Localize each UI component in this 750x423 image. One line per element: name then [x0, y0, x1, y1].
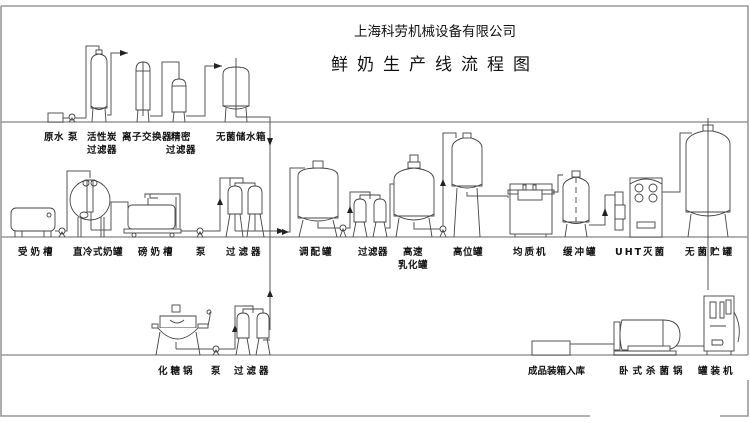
frame-bottom-right: [720, 380, 749, 417]
finished-goods-box: [531, 340, 571, 356]
frame-top: [1, 5, 749, 122]
label-precision-filter: 精密 过滤器: [166, 132, 197, 156]
horizontal-sterilizer-vessel: [613, 319, 681, 356]
flow-arrow-icon: [602, 208, 608, 216]
label-uht-sterilizer: UHT灭菌: [615, 247, 667, 258]
flow-arrow-icon: [277, 228, 285, 234]
precision-filter-vessel: [171, 78, 187, 123]
water-treatment-row: [47, 45, 273, 330]
label-milk-filter: 过滤器: [226, 247, 264, 258]
frame: [0, 5, 749, 417]
uht-sterilizer-machine: [614, 177, 663, 238]
pump-icon: [439, 225, 447, 238]
label-water-pump: 泵: [68, 132, 79, 143]
label-high-speed-emulsifier: 高速 乳化罐: [398, 247, 429, 271]
emulsifier-tank-vessel: [393, 154, 435, 238]
milk-filter-vessels: [225, 177, 265, 238]
buffer-tank-vessel: [562, 170, 590, 238]
flow-arrow-icon: [347, 206, 353, 213]
pump-icon: [58, 227, 66, 238]
flow-arrow-icon: [282, 229, 289, 235]
raw-water-tank: [47, 112, 64, 123]
flow-arrow-icon: [120, 50, 128, 56]
pump-icon: [212, 345, 220, 356]
homogenizer-machine: [507, 174, 563, 237]
flow-arrow-icon: [267, 290, 273, 297]
sterile-water-tank-vessel: [222, 58, 250, 123]
elevated-tank-vessel: [451, 132, 483, 238]
label-sterile-storage-tank: 无菌贮罐: [685, 247, 736, 258]
sugar-packing-row: [151, 290, 740, 356]
label-mix-filter: 过滤器: [358, 247, 389, 258]
sugar-filter-vessels: [235, 305, 271, 356]
label-sugar-filter: 过滤器: [234, 366, 272, 377]
label-raw-water: 原水: [44, 132, 65, 143]
label-milk-pump: 泵: [196, 247, 207, 258]
label-horizontal-sterilizer: 卧式杀菌锅: [619, 366, 687, 377]
label-direct-cooling-tank: 直冷式奶罐: [73, 247, 124, 258]
milk-receiving-tank-vessel: [10, 207, 56, 237]
water-pump-icon: [68, 113, 76, 123]
label-milk-receiving-tank: 受奶槽: [18, 247, 56, 258]
label-milk-weighing-tank: 磅奶槽: [138, 247, 176, 258]
ion-exchanger-vessel: [135, 61, 151, 123]
flow-arrow-icon: [440, 179, 446, 186]
milk-weighing-tank-vessel: [123, 193, 182, 238]
can-filling-machine: [703, 295, 740, 355]
label-elevated-tank: 高位罐: [453, 247, 484, 258]
flow-arrow-icon: [214, 63, 222, 69]
blending-tank-vessel: [297, 160, 339, 238]
milk-processing-row: [10, 118, 731, 290]
label-sterile-water-tank: 无菌储水箱: [216, 132, 267, 143]
label-blending-tank: 调配罐: [299, 247, 334, 258]
direct-cooling-tank-vessel: [69, 179, 111, 237]
label-carbon-filter: 活性炭 过滤器: [87, 132, 118, 156]
label-homogenizer: 均质机: [513, 247, 548, 258]
label-sugar-dissolving-kettle: 化糖锅: [158, 366, 196, 377]
flow-arrow-icon: [232, 325, 238, 332]
label-sugar-pump: 泵: [211, 366, 222, 377]
company-name: 上海科劳机械设备有限公司: [354, 24, 516, 40]
sugar-kettle-vessel: [151, 304, 212, 356]
mix-filter-vessels: [352, 191, 388, 238]
pump-icon: [196, 227, 204, 238]
label-buffer-tank: 缓冲罐: [563, 247, 598, 258]
sterile-storage-tank-vessel: [685, 118, 731, 290]
flow-arrow-icon: [217, 198, 223, 205]
carbon-filter-vessel: [90, 49, 108, 123]
label-finished-boxing-storage: 成品装箱入库: [528, 366, 586, 377]
diagram-title: 鲜奶生产线流程图: [331, 55, 539, 75]
pump-icon: [339, 224, 347, 238]
frame-left-bottom: [0, 6, 590, 417]
flow-arrow-icon: [267, 138, 273, 146]
label-ion-exchanger: 离子交换器: [122, 132, 173, 143]
label-can-filling-machine: 罐装机: [698, 366, 736, 377]
